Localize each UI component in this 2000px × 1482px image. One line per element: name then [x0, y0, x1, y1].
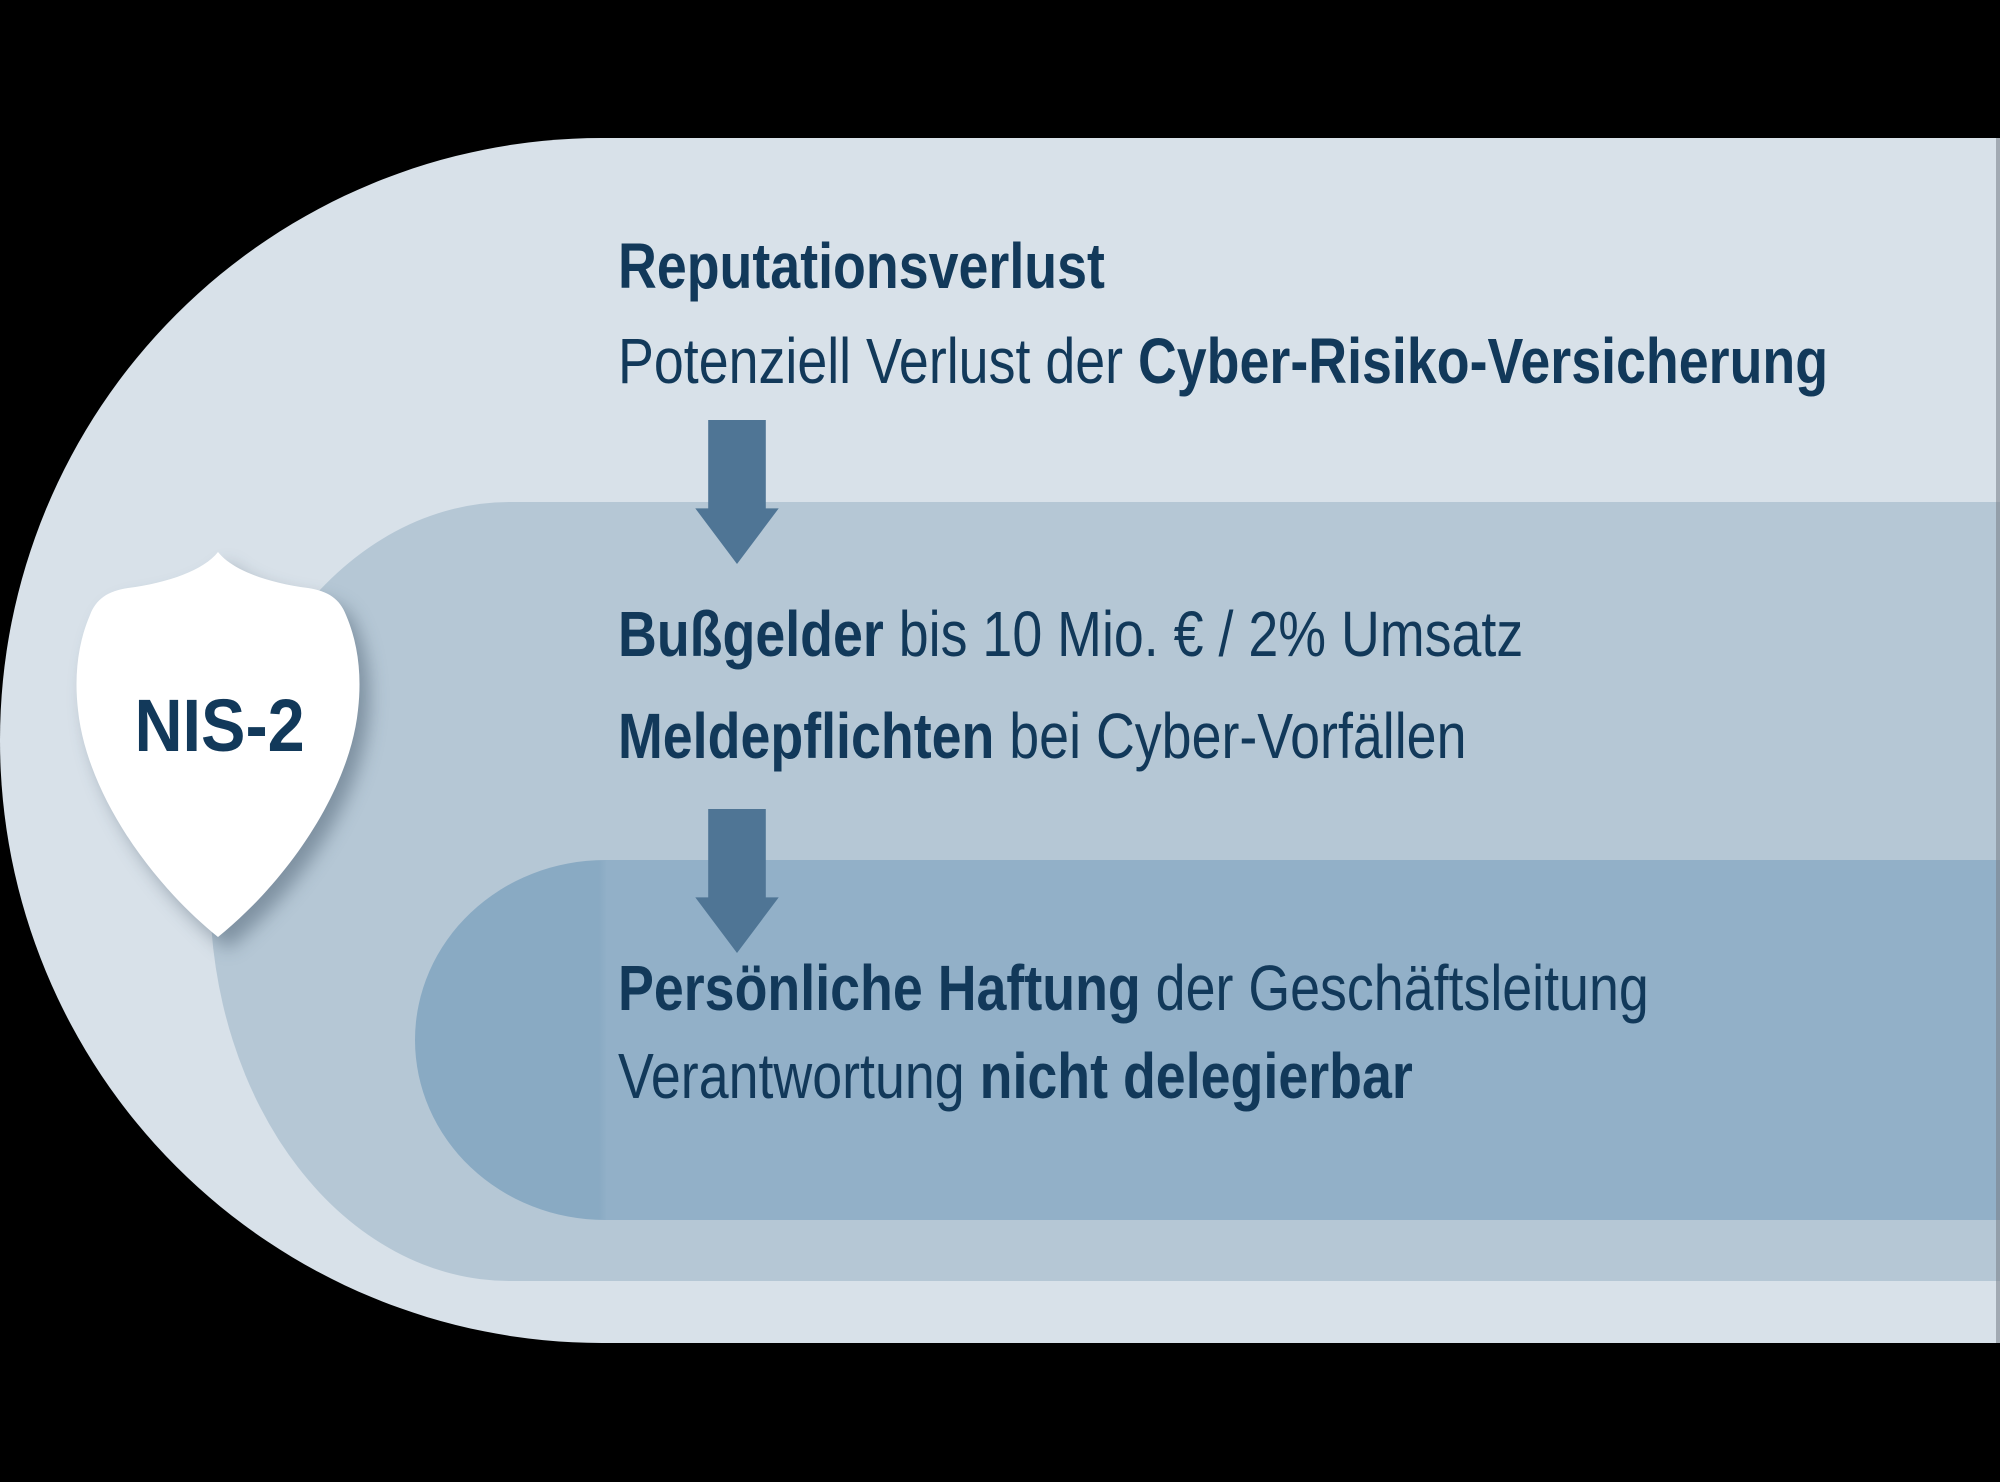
- liability-line-2-bold: nicht delegierbar: [979, 1040, 1413, 1112]
- liability-line-1-regular: der Geschäftsleitung: [1140, 952, 1649, 1024]
- reputation-line-1: Reputationsverlust: [618, 234, 1105, 298]
- shield-icon: [76, 552, 360, 937]
- down-arrow-icon-2: [695, 809, 779, 953]
- reporting-line-2-regular: bei Cyber-Vorfällen: [994, 700, 1467, 772]
- reputation-line-2-bold: Cyber-Risiko-Versicherung: [1137, 325, 1829, 397]
- fines-line-1: Bußgelder bis 10 Mio. € / 2% Umsatz: [618, 602, 1523, 666]
- shield-label-text: NIS-2: [134, 684, 306, 767]
- reporting-line-2-bold: Meldepflichten: [618, 700, 995, 772]
- liability-line-1-bold: Persönliche Haftung: [618, 952, 1141, 1024]
- reputation-line-2: Potenziell Verlust der Cyber-Risiko-Vers…: [618, 329, 1828, 393]
- fines-line-1-regular: bis 10 Mio. € / 2% Umsatz: [883, 598, 1524, 670]
- shield-label: NIS-2: [60, 689, 380, 763]
- inner-band: [415, 860, 2000, 1220]
- down-arrow-icon-1: [695, 420, 779, 564]
- reputation-line-1-text: Reputationsverlust: [618, 230, 1105, 302]
- fines-line-1-bold: Bußgelder: [618, 598, 884, 670]
- reputation-line-2-regular: Potenziell Verlust der: [618, 325, 1138, 397]
- right-edge-strip: [1996, 138, 2000, 1343]
- liability-line-2-regular: Verantwortung: [618, 1040, 980, 1112]
- liability-line-1: Persönliche Haftung der Geschäftsleitung: [618, 956, 1649, 1020]
- liability-line-2: Verantwortung nicht delegierbar: [618, 1044, 1413, 1108]
- reporting-line-2: Meldepflichten bei Cyber-Vorfällen: [618, 704, 1466, 768]
